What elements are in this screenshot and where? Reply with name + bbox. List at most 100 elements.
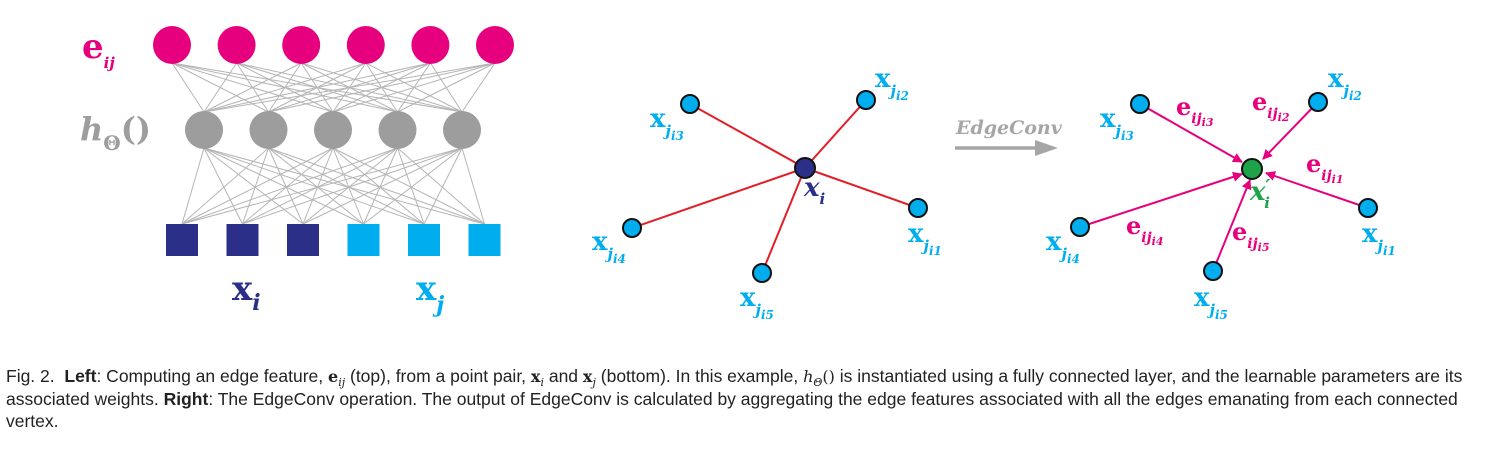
right-neighbor-label-i2: xji2	[1328, 64, 1362, 103]
connection-hidden-input	[332, 147, 364, 225]
connection-hidden-input	[203, 147, 243, 225]
edge-feature-node	[153, 26, 191, 64]
right-neighbor-node-i4	[1070, 217, 1090, 237]
xj-label: xj	[416, 269, 444, 318]
neighbor-node-i4	[622, 218, 642, 238]
right-neighbor-label-i4: xji4	[1046, 227, 1080, 266]
connection-hidden-input	[423, 147, 463, 225]
edge-feature-node	[346, 26, 385, 64]
edge-feature-node	[282, 26, 321, 64]
edge-label-i1: eiji1	[1306, 149, 1344, 186]
right-neighbor-node-i2	[1308, 92, 1328, 112]
caption-text-5: is instantiated using a fully connected …	[6, 366, 1463, 409]
edge-i3	[689, 103, 806, 169]
figure-caption: Fig. 2. Left: Computing an edge feature,…	[6, 365, 1476, 432]
edge-label-i4: eiji4	[1126, 211, 1164, 248]
connection-hidden-input	[397, 147, 485, 225]
caption-text-2: (top), from a point pair,	[345, 366, 531, 386]
input-node-xi	[166, 224, 198, 256]
edge-label-i3: eiji3	[1176, 92, 1214, 129]
neighbor-label-i5: xji5	[740, 283, 774, 322]
edge-i4	[631, 167, 806, 229]
connection-hidden-input	[268, 147, 425, 225]
hidden-node	[314, 111, 352, 149]
hidden-node	[249, 111, 288, 149]
edge-i5	[761, 167, 806, 274]
right-neighbor-node-i1	[1358, 198, 1378, 218]
connection-top-hidden	[332, 62, 496, 113]
connection-top-hidden	[203, 62, 431, 113]
edge-i1	[804, 167, 919, 209]
edgeconv-arrow: EdgeConv	[955, 117, 1063, 156]
arrow-edge-i3	[1139, 103, 1243, 163]
right-neighbor-node-i3	[1130, 94, 1150, 114]
connection-hidden-input	[363, 147, 398, 225]
connection-hidden-input	[332, 147, 425, 225]
input-node-xj	[468, 224, 501, 256]
caption-h-theta: hΘ()	[803, 367, 835, 390]
connection-top-hidden	[203, 62, 238, 113]
connection-hidden-input	[397, 147, 425, 225]
connection-hidden-input	[302, 147, 398, 225]
caption-text-4: (bottom). In this example,	[595, 366, 804, 386]
arrow-head	[1035, 140, 1058, 156]
connection-hidden-input	[181, 147, 463, 225]
mlp-diagram: eij hΘ() xi xj	[80, 26, 514, 318]
edge-feature-node	[411, 26, 450, 64]
arrow-edge-i5	[1212, 179, 1252, 272]
edgeconv-aggregation: x′i xji1 xji2 xji3 xji4 xji5 eiji1 eiji2…	[1046, 64, 1396, 322]
neighborhood-graph: xi xji1 xji2 xji3 xji4 xji5	[592, 64, 942, 322]
mlp-connections	[171, 62, 496, 225]
connection-hidden-input	[181, 147, 334, 225]
xi-label: xi	[232, 269, 261, 316]
eij-label: eij	[82, 27, 115, 72]
connection-top-hidden	[203, 62, 496, 113]
arrow-edge-i4	[1079, 172, 1243, 228]
edgeconv-figure: eij hΘ() xi xj xi xji1	[80, 26, 1396, 322]
arrow-edge-i1	[1265, 171, 1369, 209]
input-node-xi	[287, 224, 319, 256]
neighbor-node-i1	[908, 198, 928, 218]
hidden-node	[443, 111, 481, 149]
figure-number: Fig. 2.	[6, 366, 55, 386]
caption-left-word: Left	[64, 366, 97, 386]
connection-hidden-input	[242, 147, 269, 225]
edge-label-i2: eiji2	[1252, 87, 1290, 124]
connection-hidden-input	[302, 147, 463, 225]
neighbor-node-i2	[856, 90, 876, 110]
graph-edges	[631, 99, 919, 274]
connection-top-hidden	[461, 62, 496, 113]
edgeconv-arrow-label: EdgeConv	[955, 117, 1063, 139]
output-node	[1241, 158, 1263, 180]
connection-hidden-input	[181, 147, 398, 225]
right-neighbor-label-i3: xji3	[1100, 104, 1134, 143]
connection-hidden-input	[242, 147, 334, 225]
connection-hidden-input	[203, 147, 425, 225]
edge-i2	[804, 99, 867, 169]
caption-text-1: : Computing an edge feature,	[96, 366, 328, 386]
mlp-nodes	[153, 26, 514, 256]
caption-xj: xj	[582, 367, 596, 390]
connection-top-hidden	[203, 62, 302, 113]
connection-hidden-input	[203, 147, 485, 225]
connection-hidden-input	[242, 147, 463, 225]
connection-hidden-input	[203, 147, 364, 225]
edge-feature-node	[476, 26, 514, 64]
neighbor-label-i1: xji1	[908, 219, 942, 258]
right-neighbor-label-i5: xji5	[1194, 283, 1228, 322]
hidden-node	[378, 111, 417, 149]
h-theta-label: hΘ()	[80, 110, 151, 155]
connection-hidden-input	[181, 147, 205, 225]
edge-feature-node	[217, 26, 256, 64]
neighbor-node-i3	[680, 94, 700, 114]
connection-hidden-input	[203, 147, 304, 225]
center-label: xi	[803, 173, 826, 208]
neighbor-node-i5	[752, 263, 772, 283]
neighbor-label-i3: xji3	[650, 104, 684, 143]
connection-top-hidden	[203, 62, 366, 113]
center-node	[794, 157, 816, 179]
connection-hidden-input	[461, 147, 485, 225]
connection-hidden-input	[302, 147, 334, 225]
hidden-node	[185, 111, 223, 149]
connection-hidden-input	[363, 147, 463, 225]
